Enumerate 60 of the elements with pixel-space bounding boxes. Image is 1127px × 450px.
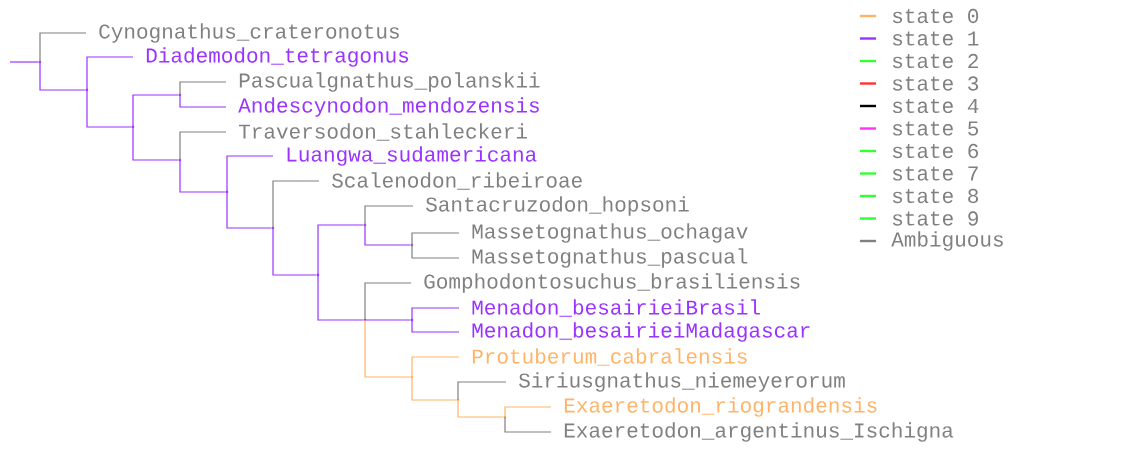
branch-line [179,81,227,96]
branch-line [226,191,273,229]
taxon-label: Cynognathus_crateronotus [99,23,399,43]
legend-label: state 7 [892,166,978,181]
branch-line [179,94,227,108]
branch-line [364,282,412,321]
branch-line [411,319,460,333]
taxon-label: Siriusgnathus_niemeyerorum [519,372,845,392]
taxon-label: Andescynodon_mendozensis [238,97,539,117]
branch-line [504,416,552,433]
taxon-label: Traversodon_stahleckeri [239,123,527,141]
taxon-label: Diademodon_tetragonus [146,47,409,67]
branch-line [179,159,227,193]
branch-line [364,205,414,226]
branch-line [411,244,460,259]
branch-line [226,155,274,193]
branch-line [39,32,87,63]
taxon-label: Massetognathus_ochagav [472,223,748,243]
branch-line [411,307,460,321]
taxon-label: Pascualgnathus_polanskii [239,72,540,92]
branch-line [411,356,460,378]
legend-label: state 0 [892,8,979,24]
legend-label: state 3 [892,76,979,91]
branch-line [317,224,365,276]
branch-line [86,89,133,128]
taxon-label: Exaeretodon_argentinus_Ischigna [564,422,954,442]
branch-line [39,61,87,91]
legend-label: state 4 [892,98,979,114]
branch-line [179,131,227,161]
branch-line [132,94,180,128]
taxon-label: Protuberum_cabralensis [472,348,747,366]
taxon-label: Massetognathus_pascual [472,248,748,268]
branch-line [457,381,507,401]
branch-line [272,227,318,276]
branch-line [132,126,180,161]
branch-line [411,376,458,401]
branch-line [411,232,460,246]
legend-label: state 5 [892,121,979,136]
taxon-label: Menadon_besairieiMadagascar [472,322,810,342]
legend-label: state 8 [892,188,978,204]
branch-line [364,319,412,321]
legend-label: state 2 [892,53,978,69]
taxon-label: Luangwa_sudamericana [287,146,537,166]
legend-label: Ambiguous [891,231,1003,251]
branch-line [272,180,320,229]
taxon-label: Gomphodontosuchus_brasiliensis [424,273,800,293]
branch-line [317,274,365,321]
legend-label: state 6 [892,143,979,159]
taxon-label: Exaeretodon_riograndensis [564,397,877,417]
branch-line [504,406,552,418]
legend-label: state 1 [892,31,979,46]
branch-line [9,61,40,63]
branch-line [86,56,134,91]
branch-line [364,224,412,246]
branch-line [364,319,412,378]
taxon-label: Menadon_besairieiBrasil [472,299,760,317]
legend-label: state 9 [892,211,978,226]
taxon-label: Scalenodon_ribeiroae [332,172,582,190]
taxon-label: Santacruzodon_hopsoni [426,196,689,216]
branch-line [457,399,505,418]
